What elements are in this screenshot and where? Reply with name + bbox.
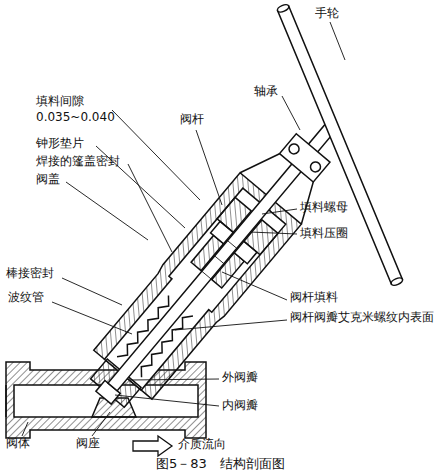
- bonnet-assembly: [73, 100, 362, 423]
- part-label: 焊接的篷盖密封: [36, 154, 120, 170]
- handwheel: [276, 3, 403, 286]
- part-label: 填料压圈: [300, 226, 348, 242]
- part-label: 内阀瓣: [222, 398, 258, 414]
- part-label: 阀盖: [36, 172, 60, 188]
- part-label: 填料螺母: [300, 200, 348, 216]
- part-label: 介质流向: [178, 437, 226, 453]
- part-label: 波纹管: [8, 290, 44, 306]
- part-label: 手轮: [315, 6, 339, 22]
- part-label: 阀座: [76, 436, 100, 452]
- leader-lines: [22, 22, 345, 436]
- packing-nut: [217, 197, 251, 232]
- part-label: 阀杆: [180, 112, 204, 128]
- bearing: [280, 134, 330, 182]
- part-label: 棒接密封: [6, 266, 54, 282]
- part-label: 阀体: [6, 436, 30, 452]
- flow-arrow: [133, 436, 172, 456]
- part-label: 轴承: [254, 84, 278, 100]
- part-label: 填料间隙 0.035~0.040: [36, 94, 114, 125]
- part-label: 阀杆填料: [290, 290, 338, 306]
- stem: [108, 122, 336, 391]
- figure-caption: 图5－83 结构剖面图: [156, 456, 285, 473]
- stem-packing: [191, 235, 223, 270]
- part-label: 阀杆阀瓣艾克米螺纹内表面: [290, 310, 408, 326]
- part-label: 钟形垫片: [36, 136, 84, 152]
- part-label: 外阀瓣: [222, 370, 258, 386]
